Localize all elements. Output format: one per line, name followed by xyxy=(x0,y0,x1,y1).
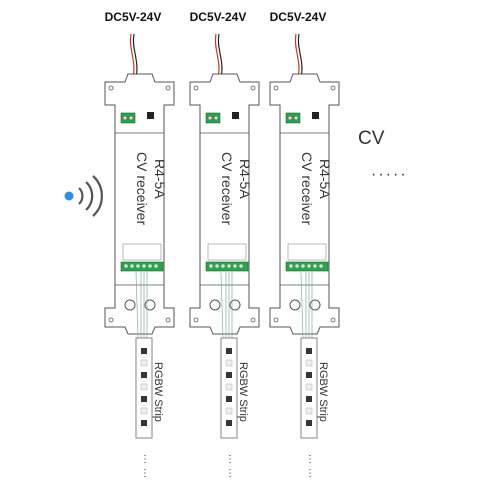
input-terminal xyxy=(285,112,301,124)
receiver-unit-2: CV receiver R4-5A RGBW Strip ⋮ ⋮ xyxy=(189,33,260,479)
cv-label: CV xyxy=(358,128,385,149)
signal-dot xyxy=(64,191,74,201)
input-terminal xyxy=(120,112,136,124)
output-terminal xyxy=(205,261,249,272)
svg-text:⋮: ⋮ xyxy=(140,468,150,479)
svg-text:⋮: ⋮ xyxy=(305,468,315,479)
power-label-3: DC5V-24V xyxy=(269,10,327,24)
strip-label: RGBW Strip xyxy=(152,362,164,422)
model-line-2: R4-5A xyxy=(317,159,333,199)
learning-key-icon xyxy=(147,112,154,119)
model-line-1: CV receiver xyxy=(134,152,150,225)
model-line-2: R4-5A xyxy=(237,159,253,199)
learning-key-icon xyxy=(232,112,239,119)
power-label-2: DC5V-24V xyxy=(189,10,247,24)
receiver-unit-1: CV receiver R4-5A RGBW Strip ⋮ ⋮ xyxy=(104,33,175,479)
receiver-unit-3: CV receiver R4-5A RGBW Strip ⋮ ⋮ xyxy=(269,33,340,479)
input-terminal xyxy=(205,112,221,124)
more-units-indicator: ····· xyxy=(371,166,408,183)
wireless-signal-icon xyxy=(64,175,103,217)
continuation-dots: ⋮ xyxy=(305,454,315,465)
model-line-2: R4-5A xyxy=(152,159,168,199)
strip-label: RGBW Strip xyxy=(237,362,249,422)
model-line-1: CV receiver xyxy=(299,152,315,225)
model-line-1: CV receiver xyxy=(219,152,235,225)
output-terminal xyxy=(285,261,329,272)
svg-text:⋮: ⋮ xyxy=(225,468,235,479)
strip-label: RGBW Strip xyxy=(317,362,329,422)
learning-key-icon xyxy=(312,112,319,119)
continuation-dots: ⋮ xyxy=(225,454,235,465)
output-terminal xyxy=(120,261,164,272)
power-label-1: DC5V-24V xyxy=(104,10,162,24)
continuation-dots: ⋮ xyxy=(140,454,150,465)
